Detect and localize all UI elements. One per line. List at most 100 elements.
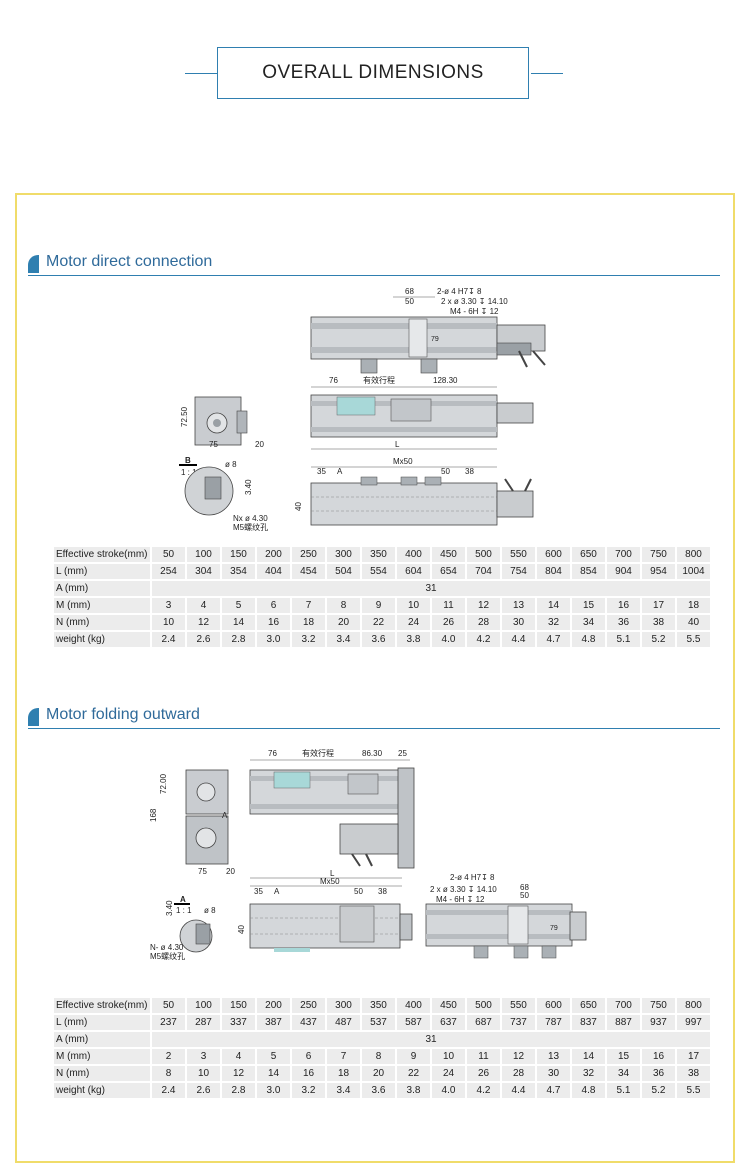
table-cell: 36	[607, 615, 640, 630]
section-title: Motor direct connection	[46, 253, 213, 270]
rail-bottom-view-folded	[249, 903, 413, 952]
table-cell: 36	[642, 1066, 675, 1081]
dim-20: 20	[226, 867, 235, 876]
table-cell: 3.8	[397, 1083, 430, 1098]
dim-stroke: 有效行程	[363, 375, 395, 385]
table-cell: 200	[257, 998, 290, 1013]
table-cell: 14	[257, 1066, 290, 1081]
table-cell: 687	[467, 1015, 500, 1030]
dim-25: 25	[398, 749, 407, 758]
table-cell: 50	[152, 998, 185, 1013]
table-cell: 304	[187, 564, 220, 579]
rail-top-view-folded	[425, 903, 587, 959]
dim-hole-2: 2 x ø 3.30 ↧ 14.10	[430, 885, 497, 894]
row-label: M (mm)	[54, 1049, 150, 1064]
table-cell: 17	[677, 1049, 710, 1064]
page-title-frame: OVERALL DIMENSIONS	[217, 47, 529, 99]
dim-hole-1: 2-ø 4 H7↧ 8	[450, 873, 495, 882]
table-cell: 4.8	[572, 632, 605, 647]
section-heading-motor-folding: Motor folding outward	[28, 706, 720, 729]
dim-168: 168	[149, 808, 158, 822]
table-cell: 937	[642, 1015, 675, 1030]
table-cell: 17	[642, 598, 675, 613]
table-cell: 3.4	[327, 1083, 360, 1098]
table-cell: 10	[397, 598, 430, 613]
table-cell: 6	[257, 598, 290, 613]
row-label: N (mm)	[54, 1066, 150, 1081]
table-cell: 12	[502, 1049, 535, 1064]
table-cell: 28	[467, 615, 500, 630]
table-cell: 4.7	[537, 632, 570, 647]
table-cell-merged: 31	[152, 581, 710, 596]
table-cell: 3	[152, 598, 185, 613]
row-label: L (mm)	[54, 564, 150, 579]
dim-128-30: 128.30	[433, 376, 458, 385]
table-cell: 9	[397, 1049, 430, 1064]
table-row: A (mm)31	[54, 581, 710, 596]
table-cell: 804	[537, 564, 570, 579]
table-cell: 18	[292, 615, 325, 630]
table-cell: 700	[607, 998, 640, 1013]
table-cell: 637	[432, 1015, 465, 1030]
table-cell: 3.4	[327, 632, 360, 647]
dim-m5-thread: M5螺纹孔	[150, 951, 185, 961]
table-cell: 8	[362, 1049, 395, 1064]
dim-hole-2: 2 x ø 3.30 ↧ 14.10	[441, 297, 508, 306]
table-cell: 487	[327, 1015, 360, 1030]
dim-50: 50	[520, 891, 529, 900]
table-cell: 787	[537, 1015, 570, 1030]
dim-35: 35	[317, 467, 326, 476]
section-title: Motor folding outward	[46, 706, 200, 723]
dim-40: 40	[294, 502, 303, 511]
table-cell: 300	[327, 547, 360, 562]
table-cell: 14	[222, 615, 255, 630]
table-cell: 3.8	[397, 632, 430, 647]
table-cell: 3	[187, 1049, 220, 1064]
table-cell: 8	[152, 1066, 185, 1081]
table-cell: 287	[187, 1015, 220, 1030]
section-flag-icon	[28, 255, 42, 273]
table-cell: 4.0	[432, 1083, 465, 1098]
table-cell: 250	[292, 998, 325, 1013]
table-cell: 11	[432, 598, 465, 613]
table-cell: 2.4	[152, 1083, 185, 1098]
table-cell: 4.8	[572, 1083, 605, 1098]
table-cell: 11	[467, 1049, 500, 1064]
table-cell: 450	[432, 998, 465, 1013]
dim-68: 68	[520, 883, 529, 892]
row-label: L (mm)	[54, 1015, 150, 1030]
table-cell: 28	[502, 1066, 535, 1081]
table-cell: 14	[537, 598, 570, 613]
table-cell: 2.6	[187, 632, 220, 647]
table-cell: 3.2	[292, 632, 325, 647]
table-cell: 600	[537, 998, 570, 1013]
table-cell: 5.2	[642, 632, 675, 647]
table-cell: 16	[607, 598, 640, 613]
table-cell: 5.1	[607, 1083, 640, 1098]
detail-label-b: B	[185, 456, 191, 465]
table-cell: 30	[537, 1066, 570, 1081]
table-cell: 2.8	[222, 1083, 255, 1098]
table-cell: 4.2	[467, 1083, 500, 1098]
table-cell: 1004	[677, 564, 710, 579]
table-cell: 34	[607, 1066, 640, 1081]
row-label: Effective stroke(mm)	[54, 547, 150, 562]
table-cell: 24	[397, 615, 430, 630]
section-flag-icon	[28, 708, 42, 726]
page-title: OVERALL DIMENSIONS	[262, 62, 484, 83]
section-heading-motor-direct: Motor direct connection	[28, 253, 720, 276]
dim-nx-4-30: Nx ø 4.30	[233, 514, 268, 523]
table-cell: 837	[572, 1015, 605, 1030]
dim-A: A	[337, 467, 343, 476]
table-cell: 997	[677, 1015, 710, 1030]
dim-A: A	[222, 811, 228, 820]
table-cell: 454	[292, 564, 325, 579]
